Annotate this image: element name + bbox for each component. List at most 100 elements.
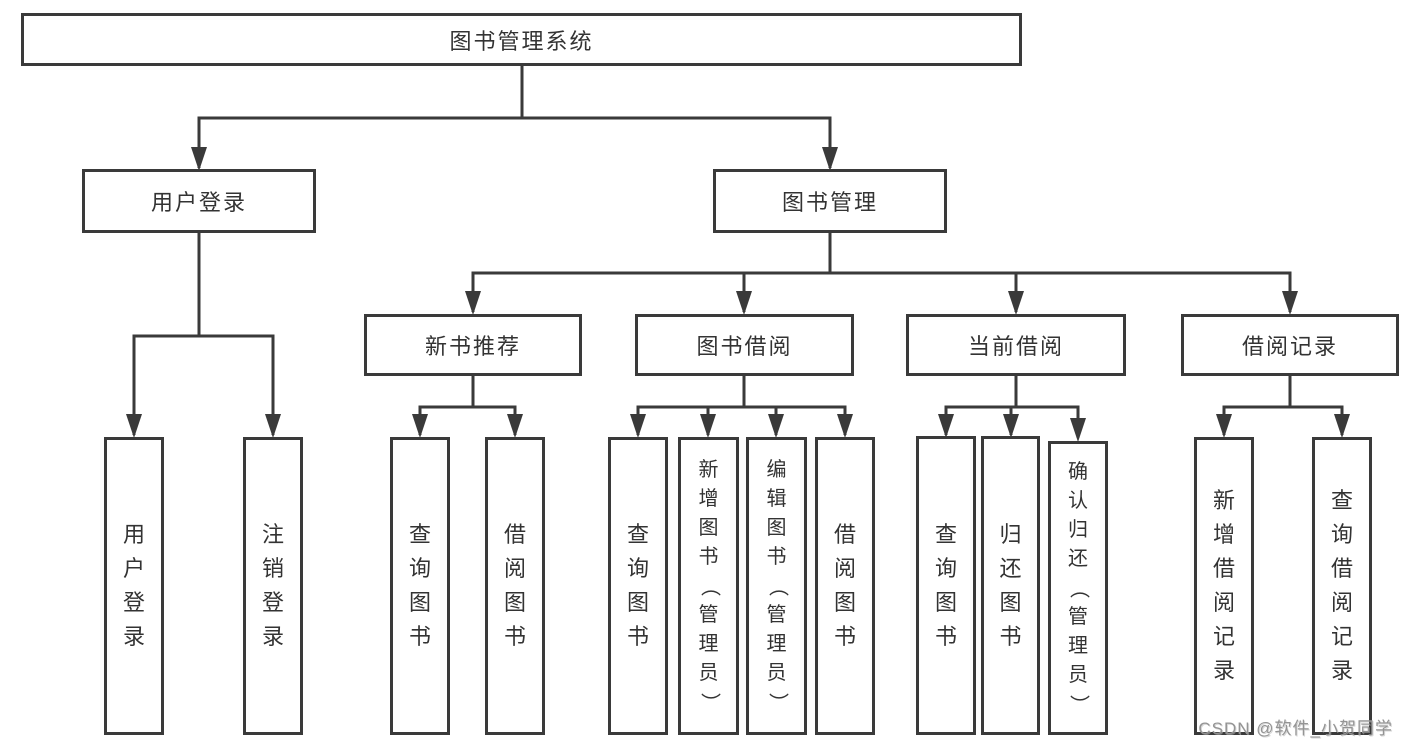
vertical-label-char: 认: [1068, 489, 1088, 512]
vertical-label-char: 管: [1068, 605, 1088, 628]
arrowhead: [1003, 414, 1019, 438]
node-user-login: 用户登录: [82, 169, 316, 233]
vertical-label-char: 新: [698, 458, 719, 481]
vertical-label-char: 记: [1212, 624, 1235, 649]
arrowhead: [465, 291, 481, 315]
arrowhead: [938, 414, 954, 438]
arrowhead: [412, 414, 428, 438]
vertical-label-char: 确: [1068, 460, 1088, 483]
vertical-label-char: 书: [408, 624, 431, 649]
arrowhead: [630, 414, 646, 438]
vertical-label-char: ）: [766, 692, 788, 712]
vertical-label-char: 户: [122, 556, 145, 581]
vertical-label-char: 登: [122, 590, 145, 615]
vertical-label-char: 查: [1330, 488, 1353, 513]
leaf-br-add-record: 新增借阅记录: [1194, 437, 1254, 735]
vertical-label-char: 员: [1068, 663, 1088, 686]
leaf-bb-query-books: 查询图书: [608, 437, 668, 735]
node-new-book-recommend: 新书推荐: [364, 314, 582, 376]
vertical-label-char: 辑: [766, 487, 787, 510]
vertical-label-char: 编: [766, 458, 787, 481]
arrowhead: [265, 414, 281, 438]
node-root: 图书管理系统: [21, 13, 1022, 66]
vertical-label-char: 查: [934, 521, 957, 547]
arrowhead: [736, 291, 752, 315]
connector-userlogin-branch: [132, 334, 275, 435]
vertical-label-char: 录: [1212, 658, 1235, 683]
vertical-label-char: 还: [1068, 547, 1088, 570]
vertical-label-char: 阅: [833, 556, 856, 581]
vertical-label-char: 借: [503, 522, 526, 547]
connector-root-branch: [197, 116, 832, 168]
vertical-label-char: 书: [999, 623, 1022, 649]
vertical-label-char: 借: [1330, 556, 1353, 581]
leaf-user-login: 用户登录: [104, 437, 164, 735]
node-new-book-recommend-label: 新书推荐: [424, 334, 521, 359]
vertical-label-char: 用: [122, 522, 145, 547]
leaf-cb-query-books: 查询图书: [916, 436, 976, 735]
leaf-rec-borrow-books: 借阅图书: [485, 437, 545, 735]
vertical-label-char: ）: [698, 692, 720, 712]
leaf-rec-query-books: 查询图书: [390, 437, 450, 735]
vertical-label-char: 理: [1068, 634, 1088, 657]
arrowhead: [1216, 414, 1232, 438]
vertical-label-char: 图: [934, 589, 957, 615]
vertical-label-char: （: [698, 576, 720, 596]
vertical-label-char: ）: [1067, 694, 1090, 714]
connector-newbookrec-branch: [418, 405, 517, 435]
vertical-label-char: 借: [1212, 556, 1235, 581]
vertical-label-char: 书: [503, 624, 526, 649]
vertical-label-char: 理: [698, 632, 719, 655]
vertical-label-char: 图: [698, 516, 719, 539]
vertical-label-char: 增: [698, 487, 719, 510]
vertical-label-char: 借: [833, 522, 856, 547]
vertical-label-char: 录: [122, 624, 145, 649]
vertical-label-char: 录: [261, 624, 284, 649]
node-root-label: 图书管理系统: [449, 28, 594, 54]
vertical-label-char: 书: [833, 624, 856, 649]
vertical-label-char: 员: [698, 661, 719, 684]
leaf-cb-return-books: 归还图书: [981, 436, 1040, 735]
arrowhead: [507, 414, 523, 438]
vertical-label-char: （: [1067, 578, 1090, 598]
vertical-label-char: 阅: [503, 556, 526, 581]
vertical-label-char: 书: [766, 545, 787, 568]
vertical-label-char: 注: [261, 522, 284, 547]
vertical-label-char: 新: [1212, 488, 1235, 513]
arrowhead: [1334, 414, 1350, 438]
arrowhead: [768, 414, 784, 438]
leaf-br-query-record: 查询借阅记录: [1312, 437, 1372, 735]
node-borrow-records-label: 借阅记录: [1241, 334, 1338, 359]
vertical-label-char: 理: [766, 632, 787, 655]
arrowhead: [126, 414, 142, 438]
vertical-label-char: 查: [626, 522, 649, 547]
vertical-label-char: 归: [999, 521, 1022, 547]
vertical-label-char: 询: [626, 556, 649, 581]
vertical-label-char: 销: [261, 556, 284, 581]
leaf-bb-borrow-books: 借阅图书: [815, 437, 875, 735]
vertical-label-char: 管: [698, 603, 719, 626]
arrowhead: [837, 414, 853, 438]
connector-bookborrow-branch: [636, 405, 847, 435]
leaf-cb-confirm-return-admin: 确认归还（管理员）: [1048, 441, 1108, 735]
vertical-label-char: 登: [261, 590, 284, 615]
node-current-borrowing: 当前借阅: [906, 314, 1126, 376]
leaf-bb-add-books-admin: 新增图书（管理员）: [678, 437, 739, 735]
vertical-label-char: 图: [999, 589, 1022, 615]
leaf-logout: 注销登录: [243, 437, 303, 735]
node-borrow-records: 借阅记录: [1181, 314, 1399, 376]
node-book-borrowing-label: 图书借阅: [696, 334, 793, 359]
node-book-management: 图书管理: [713, 169, 947, 233]
arrowhead: [1008, 291, 1024, 315]
vertical-label-char: 图: [408, 590, 431, 615]
vertical-label-char: 员: [766, 661, 787, 684]
vertical-label-char: 记: [1330, 624, 1353, 649]
vertical-label-char: 查: [408, 522, 431, 547]
vertical-label-char: 图: [626, 590, 649, 615]
vertical-label-char: 书: [934, 623, 957, 649]
watermark: CSDN @软件_小贺同学: [1198, 719, 1393, 738]
vertical-label-char: 阅: [1330, 590, 1353, 615]
vertical-label-char: 图: [766, 516, 787, 539]
